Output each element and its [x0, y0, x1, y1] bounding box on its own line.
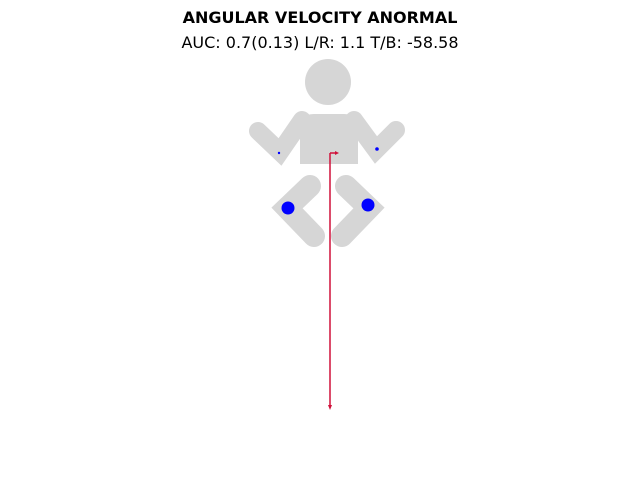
left-knee-marker: [281, 201, 295, 215]
figure-title: ANGULAR VELOCITY ANORMAL: [182, 8, 458, 27]
head-shape: [305, 59, 351, 105]
right-wrist-marker: [375, 147, 379, 151]
figure-subtitle: AUC: 0.7(0.13) L/R: 1.1 T/B: -58.58: [181, 33, 459, 52]
right-leg-shape: [331, 175, 385, 247]
vertical-vector-arrowhead: [328, 405, 332, 410]
right-knee-marker: [361, 198, 375, 212]
right-arm-shape: [345, 111, 405, 164]
horizontal-vector-arrowhead: [335, 151, 339, 155]
torso-shape: [300, 114, 358, 164]
left-arm-shape: [249, 111, 311, 166]
left-wrist-marker: [277, 151, 281, 155]
